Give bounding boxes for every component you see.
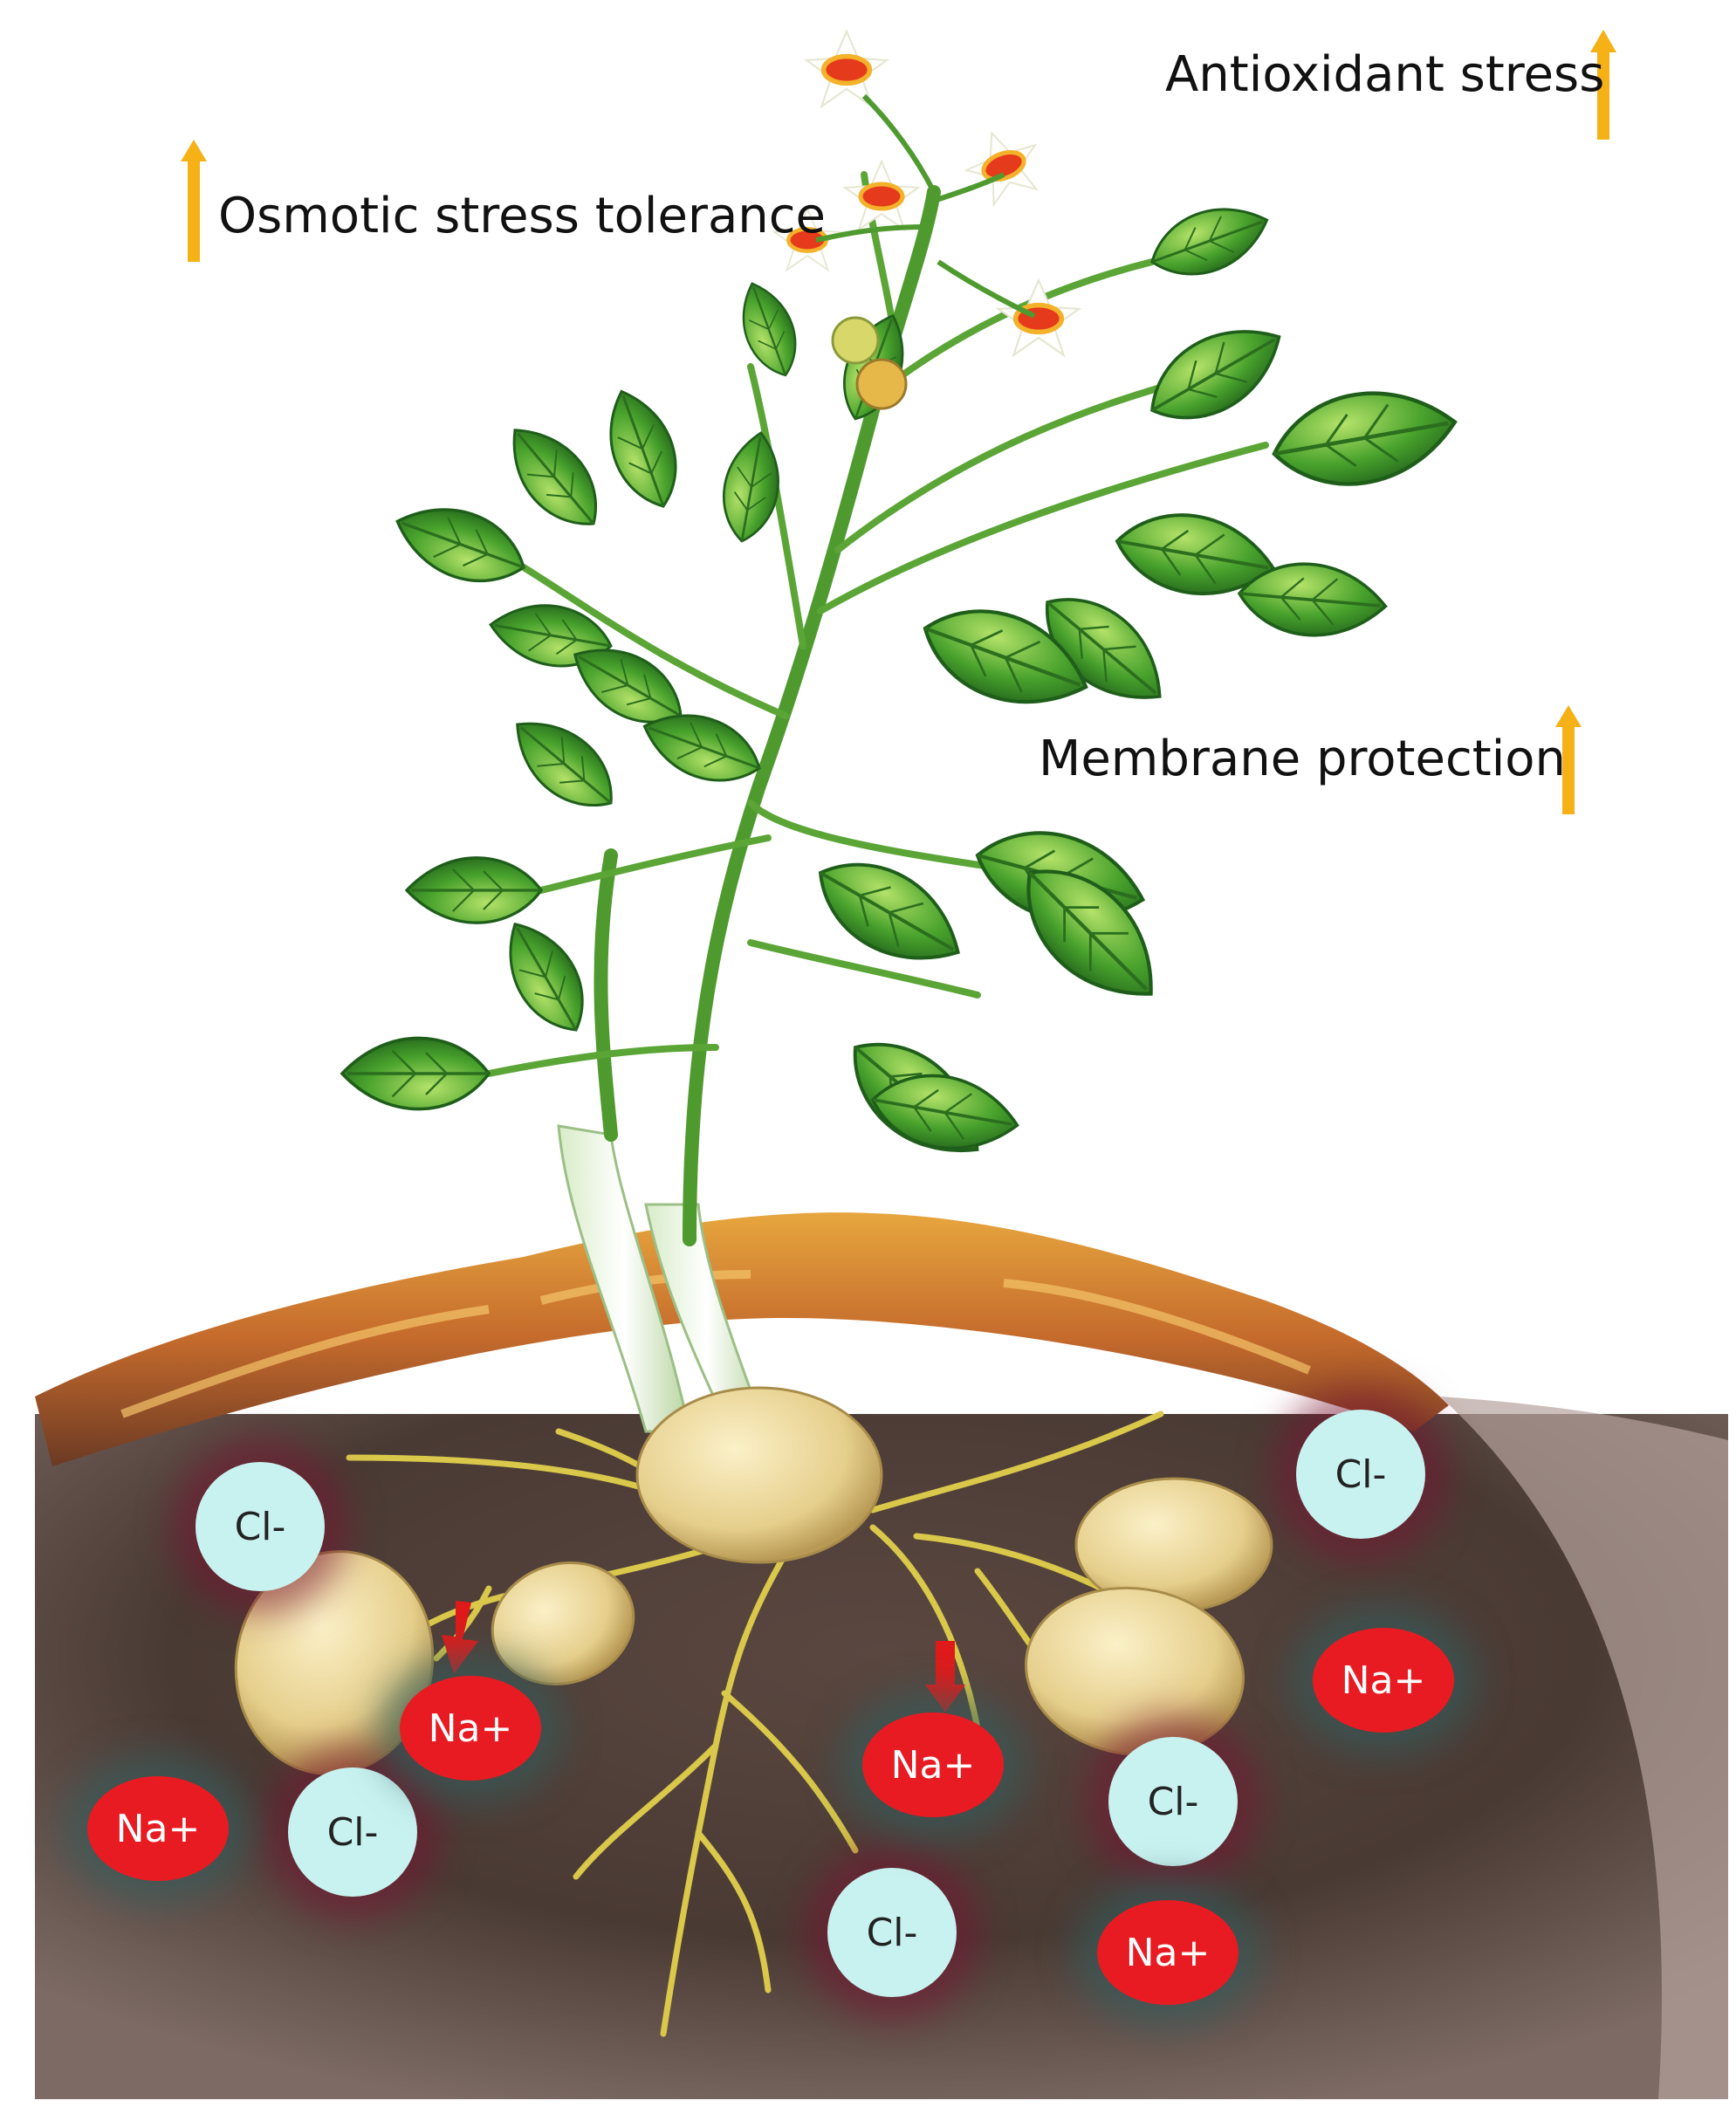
down-arrow-icon: [442, 1601, 478, 1674]
up-arrow-icon: [1555, 705, 1582, 814]
cl-ion: Cl-: [288, 1767, 417, 1897]
up-arrow-icon: [181, 140, 207, 262]
soil-fade: [1440, 1397, 1728, 2099]
cl-ion: Cl-: [1296, 1410, 1425, 1539]
cl-ion: Cl-: [196, 1462, 325, 1591]
soil-crust: [35, 1212, 1449, 1466]
leaves: [340, 190, 1463, 1181]
na-ion: Na+: [1313, 1628, 1454, 1733]
na-ion: Na+: [862, 1712, 1004, 1817]
down-arrow-icon: [925, 1641, 965, 1712]
antioxidant-stress-label: Antioxidant stress: [1165, 46, 1605, 103]
cl-ion: Cl-: [827, 1868, 957, 1997]
tubers: [234, 1386, 1273, 1775]
na-ion: Na+: [1097, 1900, 1239, 2005]
na-ion: Na+: [87, 1776, 229, 1881]
na-ion: Na+: [400, 1676, 541, 1781]
up-arrow-icon: [1590, 30, 1616, 140]
cl-ion: Cl-: [1108, 1737, 1238, 1866]
membrane-protection-label: Membrane protection: [1039, 731, 1567, 787]
osmotic-stress-tolerance-label: Osmotic stress tolerance: [218, 188, 827, 244]
stems: [594, 185, 941, 1246]
